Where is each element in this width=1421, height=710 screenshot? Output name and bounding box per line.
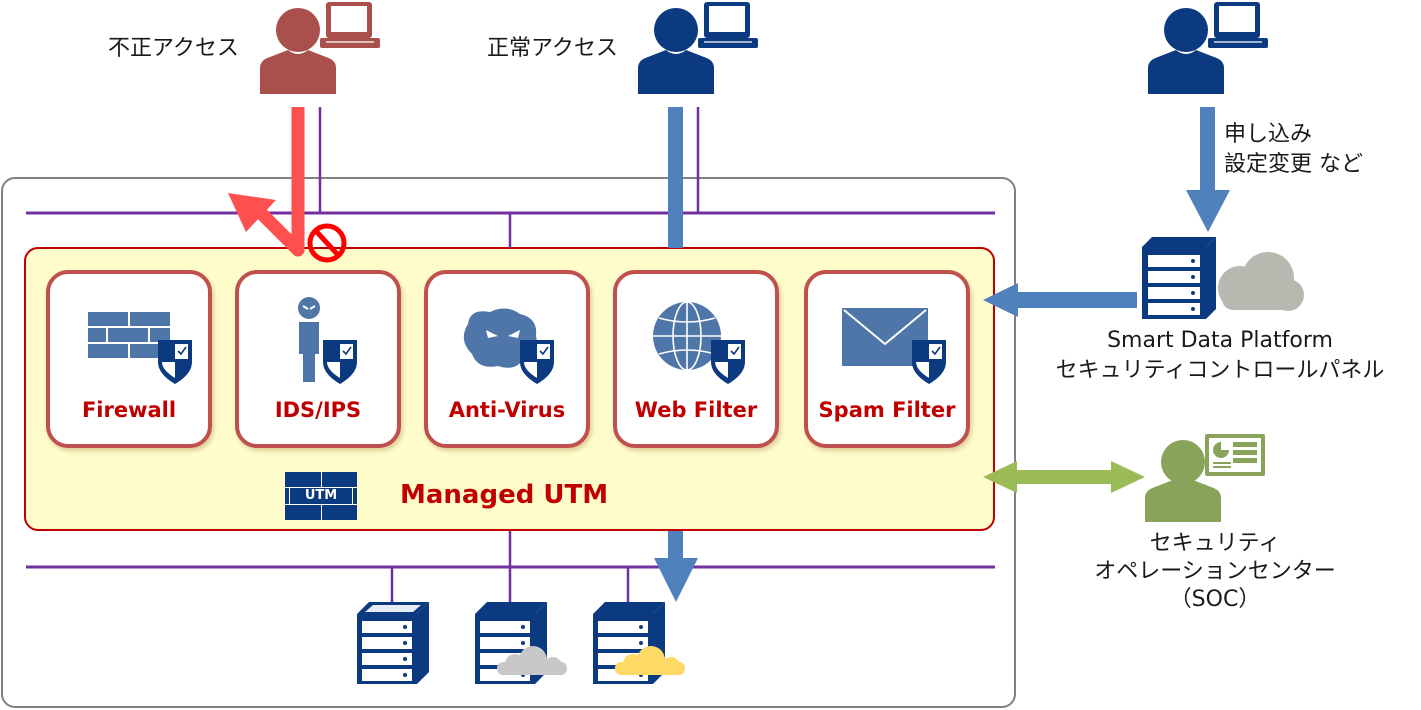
enterprise-network-boundary xyxy=(1,177,1016,708)
server-icon xyxy=(357,602,429,684)
request-note: 申し込み 設定変更 など xyxy=(1224,120,1363,180)
cloud-icon xyxy=(1218,252,1304,311)
module-label: Firewall xyxy=(81,398,177,422)
normal-access-label: 正常アクセス xyxy=(487,36,618,61)
normal-access-flow-lower xyxy=(668,531,683,561)
blocked-access-arrowhead xyxy=(228,193,276,232)
soc-operator-icon xyxy=(1145,434,1265,522)
internal-servers xyxy=(357,602,685,684)
module-label: Anti-Virus xyxy=(448,398,566,422)
shield-check-icon xyxy=(323,340,357,384)
envelope-icon xyxy=(842,308,946,384)
normal-access-flow-upper xyxy=(668,107,683,248)
managed-utm-title: Managed UTM xyxy=(400,480,609,510)
utm-badge-icon: UTM xyxy=(285,472,357,520)
module-label: Spam Filter xyxy=(818,398,956,422)
shield-check-icon xyxy=(711,340,745,384)
platform-label-line1: Smart Data Platform xyxy=(1107,328,1333,353)
cloud-icon xyxy=(497,646,567,675)
module-firewall: Firewall xyxy=(46,270,212,448)
soc-link-arrow-shaft xyxy=(1010,470,1120,484)
cloud-server-icon xyxy=(475,602,567,684)
admin-request-arrow-shaft xyxy=(1200,107,1215,192)
cloud-server-icon xyxy=(593,602,685,684)
platform-label-line2: セキュリティコントロールパネル xyxy=(1055,358,1385,383)
admin-user-icon xyxy=(1148,2,1268,94)
module-ids-ips: IDS/IPS xyxy=(235,270,401,448)
normal-access-arrowhead xyxy=(654,558,698,602)
request-note-line2: 設定変更 など xyxy=(1224,152,1363,177)
shield-check-icon xyxy=(912,340,946,384)
blocked-access-arrow xyxy=(253,107,305,257)
normal-user-icon xyxy=(638,2,758,94)
soc-label-line2: オペレーションセンター xyxy=(1094,559,1336,584)
admin-request-arrowhead xyxy=(1186,190,1230,232)
soc-label-line1: セキュリティ xyxy=(1149,531,1281,556)
intruder-icon xyxy=(298,297,357,384)
module-web-filter: Web Filter xyxy=(613,270,779,448)
cloud-icon xyxy=(615,646,685,675)
globe-icon xyxy=(653,301,745,384)
soc-link-arrowhead-right xyxy=(1111,461,1145,493)
shield-check-icon xyxy=(520,340,554,384)
shield-check-icon xyxy=(158,340,192,384)
module-label: IDS/IPS xyxy=(274,398,362,422)
dashboard-icon xyxy=(1205,434,1265,476)
module-anti-virus: Anti-Virus xyxy=(424,270,590,448)
brick-wall-icon xyxy=(88,312,192,384)
unauthorized-user-icon xyxy=(260,2,380,94)
module-label: Web Filter xyxy=(634,398,758,422)
platform-to-utm-arrowhead xyxy=(983,283,1018,317)
virus-icon xyxy=(463,308,554,384)
platform-server-cloud-icon xyxy=(1142,237,1304,319)
request-note-line1: 申し込み xyxy=(1224,122,1313,147)
soc-label-line3: （SOC） xyxy=(1169,587,1261,612)
soc-link-arrowhead-left xyxy=(983,461,1017,493)
server-icon xyxy=(1142,237,1216,319)
prohibited-icon xyxy=(307,223,347,263)
platform-to-utm-arrow-shaft xyxy=(1015,292,1137,308)
utm-badge-text: UTM xyxy=(304,488,338,503)
platform-label: Smart Data Platform セキュリティコントロールパネル xyxy=(1020,326,1420,386)
module-spam-filter: Spam Filter xyxy=(804,270,970,448)
unauthorized-access-label: 不正アクセス xyxy=(108,36,239,61)
soc-label: セキュリティ オペレーションセンター （SOC） xyxy=(1060,530,1370,614)
